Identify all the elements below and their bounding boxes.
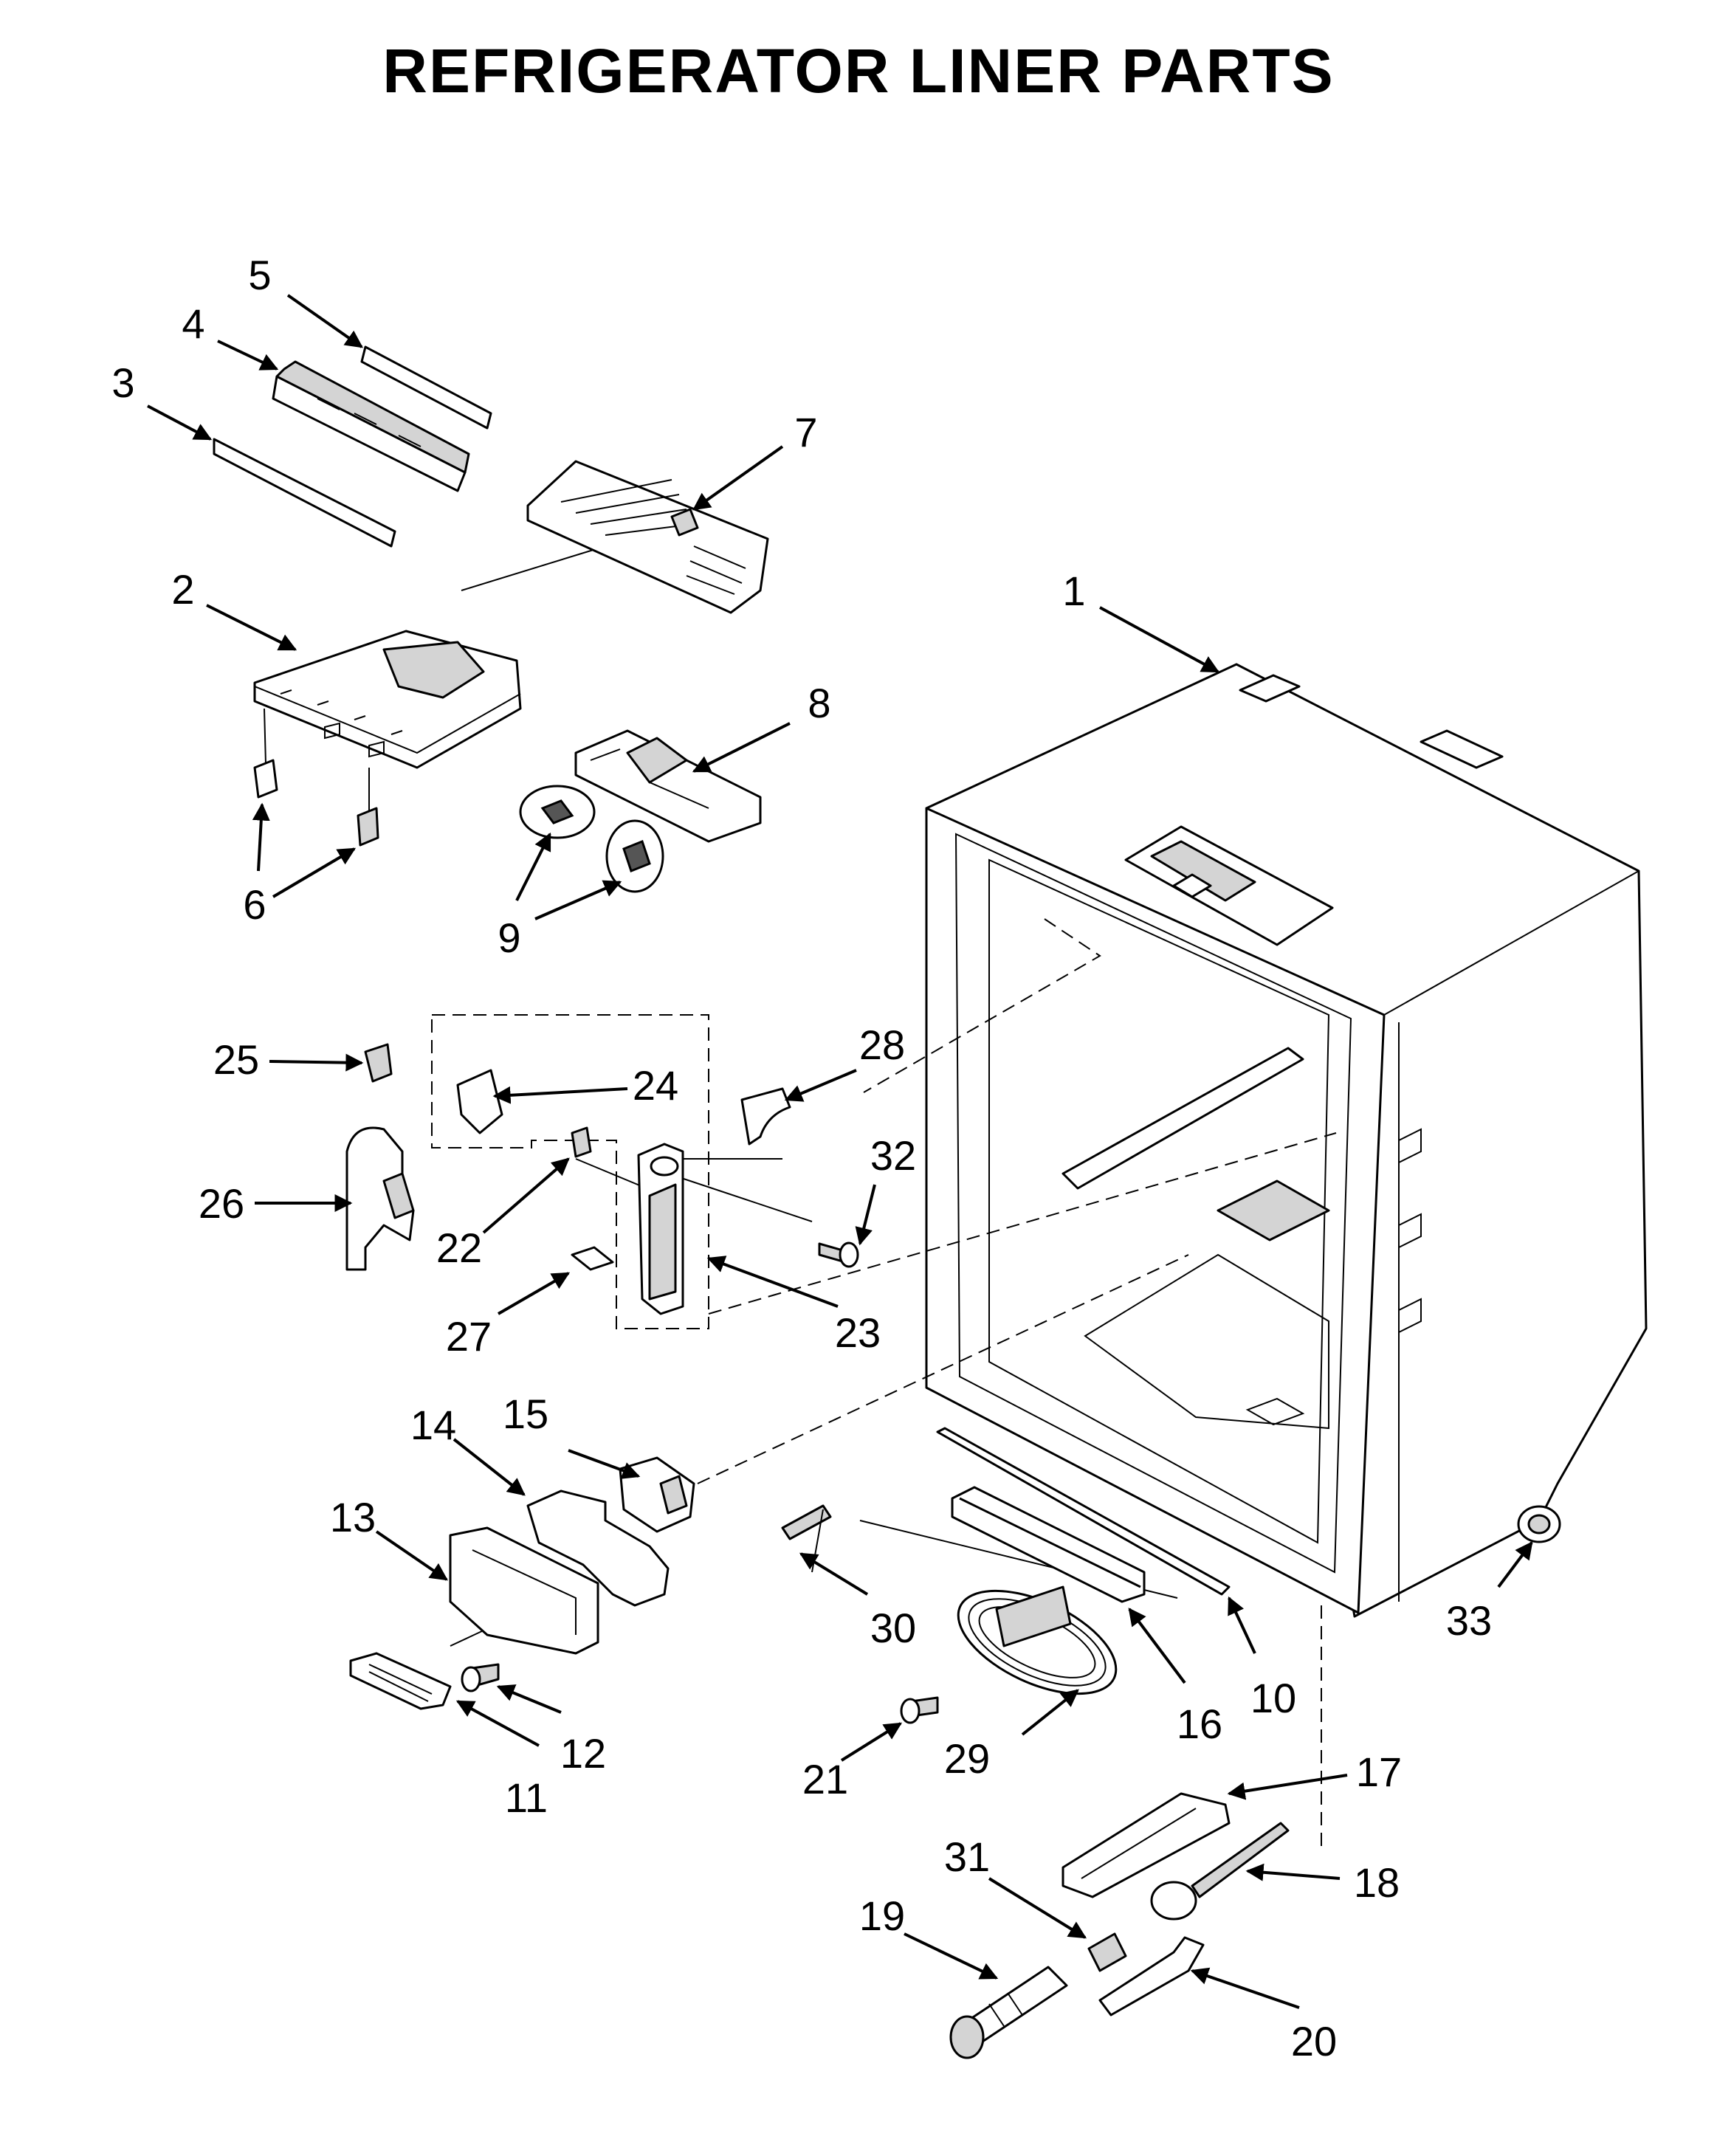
callout-26: 26 <box>199 1180 244 1227</box>
part-6-switch <box>253 708 379 847</box>
part-5-board <box>360 345 492 430</box>
part-12-screw <box>461 1663 500 1692</box>
part-31-adapter <box>1087 1932 1127 1972</box>
callout-32: 32 <box>870 1132 916 1179</box>
part-24-bracket <box>456 1069 503 1134</box>
part-9-fan <box>519 785 664 893</box>
callout-23: 23 <box>835 1309 881 1356</box>
part-11-cap <box>349 1652 452 1710</box>
callout-5: 5 <box>248 252 271 298</box>
part-3-trim <box>213 438 396 548</box>
callout-12: 12 <box>560 1730 606 1777</box>
callout-13: 13 <box>330 1494 376 1540</box>
part-29-coil <box>957 1585 1118 1695</box>
callout-9: 9 <box>498 915 520 961</box>
callout-33: 33 <box>1446 1597 1492 1644</box>
part-33-foot <box>1517 1505 1561 1543</box>
callout-27: 27 <box>446 1313 492 1360</box>
part-13-lever <box>449 1526 599 1655</box>
part-4-bracket <box>272 360 470 492</box>
part-7-vent-cover <box>526 460 769 614</box>
part-30-probe <box>781 1504 832 1573</box>
part-10-strip <box>936 1427 1231 1596</box>
callout-20: 20 <box>1291 2018 1337 2064</box>
callout-29: 29 <box>944 1735 990 1782</box>
part-1-liner <box>925 663 1648 1618</box>
callout-11: 11 <box>505 1774 548 1821</box>
part-22-clip <box>571 1126 592 1158</box>
part-8-fan-housing <box>574 729 762 843</box>
callout-6: 6 <box>243 881 266 928</box>
callout-arrows <box>147 294 1533 2009</box>
callout-22: 22 <box>436 1225 482 1271</box>
callout-14: 14 <box>410 1402 456 1448</box>
part-14-housing <box>526 1489 670 1607</box>
part-23-housing <box>637 1143 684 1315</box>
callout-18: 18 <box>1354 1859 1400 1906</box>
part-17-bracket <box>1061 1792 1231 1898</box>
callout-1: 1 <box>1062 568 1085 614</box>
part-28-seal <box>740 1087 791 1146</box>
part-27-clip <box>571 1246 614 1271</box>
callout-17: 17 <box>1356 1749 1402 1795</box>
callout-19: 19 <box>859 1892 905 1939</box>
callout-2: 2 <box>171 566 194 613</box>
part-19-filter <box>949 1966 1068 2059</box>
callout-labels: 1 2 3 4 5 6 7 8 9 10 11 12 13 14 15 16 1… <box>111 252 1492 2064</box>
part-21-screw <box>900 1696 939 1724</box>
callout-7: 7 <box>794 409 817 455</box>
part-16-bracket <box>951 1486 1146 1603</box>
callout-4: 4 <box>182 300 204 347</box>
callout-25: 25 <box>213 1036 259 1083</box>
callout-15: 15 <box>503 1391 548 1437</box>
part-25-switch <box>364 1043 393 1083</box>
callout-10: 10 <box>1250 1675 1296 1721</box>
callout-3: 3 <box>111 359 134 406</box>
callout-8: 8 <box>808 680 830 726</box>
part-26-tube <box>345 1126 415 1271</box>
part-32-screw <box>818 1241 859 1268</box>
callout-31: 31 <box>944 1833 990 1880</box>
part-2-control-housing <box>253 630 522 769</box>
callout-21: 21 <box>802 1756 848 1802</box>
callout-30: 30 <box>870 1605 916 1651</box>
part-20-wrench <box>1098 1936 1205 2016</box>
callout-24: 24 <box>633 1062 678 1109</box>
callout-28: 28 <box>859 1022 905 1068</box>
part-15-actuator <box>619 1456 695 1533</box>
page-title: REFRIGERATOR LINER PARTS <box>382 36 1334 106</box>
callout-16: 16 <box>1177 1701 1222 1747</box>
part-18-valve <box>1150 1822 1290 1921</box>
